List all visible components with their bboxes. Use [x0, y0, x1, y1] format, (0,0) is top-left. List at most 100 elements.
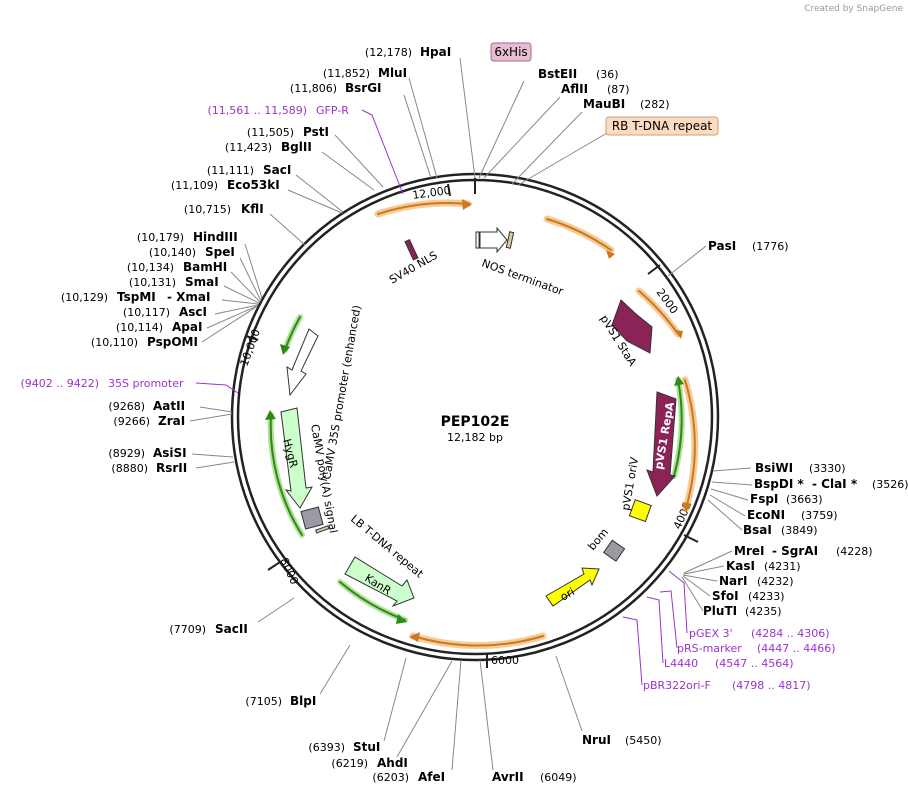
enzyme-hindiii: HindIII [193, 230, 238, 244]
enzyme-bsrgi: BsrGI [345, 81, 382, 95]
enzyme-aflii: AflII [561, 82, 588, 96]
svg-text:(36): (36) [596, 68, 619, 81]
enzyme-rsrii: RsrII [156, 461, 187, 475]
svg-text:(10,715): (10,715) [184, 203, 231, 216]
enzyme-afei: AfeI [418, 770, 445, 784]
enzyme-econi: EcoNI [747, 508, 785, 522]
his-tag-label: 6xHis [494, 45, 527, 59]
primer-prs-marker: pRS-marker [677, 642, 742, 655]
enzyme-sfoi: SfoI [712, 589, 739, 603]
svg-text:(10,131): (10,131) [129, 276, 176, 289]
rb-repeat-shape [505, 231, 515, 249]
backbone-features [267, 199, 699, 649]
svg-text:(87): (87) [607, 83, 630, 96]
svg-text:(11,852): (11,852) [323, 67, 370, 80]
snapgene-credit: Created by SnapGene [804, 4, 903, 14]
pvs1-staa-shape [611, 299, 653, 354]
p35s-shape [286, 328, 319, 397]
tick-12000 [447, 183, 451, 197]
svg-text:(4798 .. 4817): (4798 .. 4817) [732, 679, 811, 692]
svg-text:(11,111): (11,111) [207, 164, 254, 177]
tick-label-8000: 8000 [277, 556, 301, 587]
tick-label-6000: 6000 [491, 654, 519, 667]
svg-text:(11,109): (11,109) [171, 179, 218, 192]
enzyme-stui: StuI [353, 740, 380, 754]
enzyme-avrii: AvrII [492, 770, 524, 784]
svg-text:(4547 .. 4564): (4547 .. 4564) [715, 657, 794, 670]
svg-text:(9402 .. 9422): (9402 .. 9422) [20, 377, 99, 390]
enzyme-clai: - ClaI * [812, 477, 858, 491]
enzyme-sgrai: - SgrAI [772, 544, 818, 558]
svg-text:(4232): (4232) [757, 575, 794, 588]
enzyme-hpai: HpaI [420, 45, 451, 59]
enzyme-kfli: KflI [241, 202, 264, 216]
enzyme-smai: SmaI [185, 275, 219, 289]
his-tag-box [490, 42, 532, 62]
enzyme-pspomi: PspOMI [147, 335, 198, 349]
pvs1-oriv-shape [628, 499, 652, 523]
hygr-shape [280, 407, 313, 509]
svg-text:(9266): (9266) [113, 415, 150, 428]
enzyme-bspdi: BspDI * [754, 477, 804, 491]
svg-text:(10,114): (10,114) [116, 321, 163, 334]
feature-shapes [280, 226, 677, 608]
tick-4000 [683, 534, 699, 543]
primer-leaders [195, 109, 688, 686]
svg-text:(10,129): (10,129) [61, 291, 108, 304]
bom-shape [602, 539, 626, 562]
enzyme-eco53ki: Eco53kI [227, 178, 280, 192]
tick-8000 [267, 561, 281, 571]
svg-text:(10,134): (10,134) [127, 261, 174, 274]
primer-gfp-r: GFP-R [316, 104, 349, 117]
enzyme-bsiwi: BsiWI [755, 461, 793, 475]
sv40-nls-shape [404, 239, 419, 261]
svg-text:(11,806): (11,806) [290, 82, 337, 95]
ori-label: ori [558, 585, 577, 603]
svg-text:(3759): (3759) [801, 509, 838, 522]
primer-pbr322ori-f: pBR322ori-F [643, 679, 711, 692]
enzyme-asisi: AsiSI [153, 446, 187, 460]
boxed-labels: 6xHis RB T-DNA repeat [490, 42, 719, 136]
svg-text:(6203): (6203) [372, 771, 409, 784]
svg-text:(10,117): (10,117) [123, 306, 170, 319]
enzyme-zrai: ZraI [158, 414, 185, 428]
ori-shape [545, 567, 600, 607]
enzyme-bamhi: BamHI [183, 260, 227, 274]
svg-text:(6393): (6393) [308, 741, 345, 754]
nos-terminator-shape [479, 226, 508, 254]
enzyme-psti: PstI [303, 125, 329, 139]
svg-text:(4284 .. 4306): (4284 .. 4306) [751, 627, 830, 640]
primer-35s-promoter: 35S promoter [108, 377, 184, 390]
enzyme-nari: NarI [719, 574, 748, 588]
enzyme-pasi: PasI [708, 239, 736, 253]
enzyme-tspmi: TspMI [117, 290, 156, 304]
svg-text:(8880): (8880) [111, 462, 148, 475]
enzyme-xmai: - XmaI [167, 290, 210, 304]
rb-repeat-box [605, 116, 719, 136]
svg-text:(4447 .. 4466): (4447 .. 4466) [757, 642, 836, 655]
leader-lines [189, 57, 753, 771]
pvs1-repa-shape [646, 391, 677, 497]
tick-10000 [245, 335, 259, 341]
enzyme-maubi: MauBI [583, 97, 625, 111]
svg-text:(4235): (4235) [745, 605, 782, 618]
enzyme-kasi: KasI [726, 559, 755, 573]
svg-text:(3526): (3526) [872, 478, 908, 491]
svg-text:(4233): (4233) [748, 590, 785, 603]
enzyme-sacii: SacII [215, 622, 248, 636]
rb-repeat-label: RB T-DNA repeat [612, 119, 713, 133]
enzymes-right: BstEII (36) AflII (87) MauBI (282) PasI … [492, 67, 908, 784]
svg-text:(3849): (3849) [781, 524, 818, 537]
svg-text:(1776): (1776) [752, 240, 789, 253]
enzyme-fspi: FspI [750, 492, 778, 506]
svg-text:(6219): (6219) [331, 757, 368, 770]
enzyme-aatii: AatII [153, 399, 185, 413]
enzyme-mlui: MluI [378, 66, 407, 80]
enzyme-ahdi: AhdI [377, 756, 408, 770]
svg-text:(12,178): (12,178) [365, 46, 412, 59]
svg-text:(10,179): (10,179) [137, 231, 184, 244]
enzyme-nrui: NruI [582, 733, 611, 747]
svg-text:(9268): (9268) [108, 400, 145, 413]
tick-label-12000: 12,000 [412, 184, 452, 202]
